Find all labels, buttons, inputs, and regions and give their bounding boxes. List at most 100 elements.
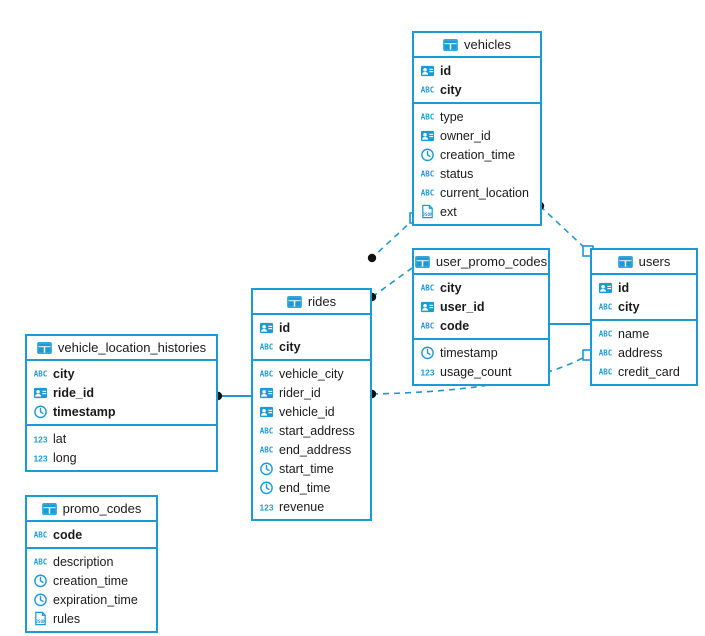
id-badge-icon — [420, 65, 435, 77]
abc-text-icon: ABC — [421, 283, 435, 292]
column-label: start_time — [279, 461, 334, 476]
column-label: id — [618, 280, 630, 295]
table-header-user_promo_codes[interactable]: user_promo_codes — [414, 250, 548, 275]
abc-text-icon: ABC — [599, 367, 613, 376]
column-row[interactable]: expiration_time — [27, 590, 156, 609]
column-row[interactable]: vehicle_id — [253, 402, 370, 421]
column-row[interactable]: end_time — [253, 478, 370, 497]
abc-text-icon: ABC — [34, 369, 48, 378]
number-123-icon: 123 — [259, 502, 273, 512]
column-label: vehicle_id — [279, 404, 335, 419]
primary-key-row[interactable]: ride_id — [27, 383, 216, 402]
column-row[interactable]: timestamp — [414, 343, 548, 362]
svg-text:ABC: ABC — [421, 169, 435, 178]
svg-text:ABC: ABC — [260, 369, 274, 378]
column-label: end_time — [279, 480, 331, 495]
column-label: creation_time — [440, 147, 516, 162]
primary-key-row[interactable]: ABC city — [414, 278, 548, 297]
table-icon — [617, 255, 633, 268]
primary-key-row[interactable]: user_id — [414, 297, 548, 316]
table-header-promo_codes[interactable]: promo_codes — [27, 497, 156, 522]
column-label: city — [440, 280, 462, 295]
column-label: city — [618, 299, 640, 314]
abc-text-icon: ABC — [421, 188, 435, 197]
svg-text:123: 123 — [420, 367, 434, 377]
primary-key-row[interactable]: id — [592, 278, 696, 297]
table-header-rides[interactable]: rides — [253, 290, 370, 315]
abc-text-icon: ABC — [599, 302, 613, 311]
number-123-icon: 123 — [33, 434, 47, 444]
table-name: vehicle_location_histories — [57, 340, 207, 355]
primary-key-row[interactable]: ABC city — [592, 297, 696, 316]
primary-key-row[interactable]: id — [414, 61, 540, 80]
column-label: current_location — [440, 185, 529, 200]
table-header-users[interactable]: users — [592, 250, 696, 275]
column-row[interactable]: owner_id — [414, 126, 540, 145]
primary-key-row[interactable]: id — [253, 318, 370, 337]
svg-text:ABC: ABC — [421, 85, 435, 94]
id-badge-icon — [33, 387, 48, 399]
abc-text-icon: ABC — [260, 342, 274, 351]
table-header-vehicle_location_histories[interactable]: vehicle_location_histories — [27, 336, 216, 361]
id-badge-icon — [259, 322, 274, 334]
column-row[interactable]: creation_time — [27, 571, 156, 590]
column-row[interactable]: 123 usage_count — [414, 362, 548, 381]
table-icon — [37, 341, 52, 354]
column-label: revenue — [279, 499, 325, 514]
svg-text:ABC: ABC — [421, 188, 435, 197]
abc-text-icon: ABC — [599, 329, 613, 338]
svg-text:ABC: ABC — [260, 342, 274, 351]
column-label: usage_count — [440, 364, 512, 379]
primary-key-row[interactable]: timestamp — [27, 402, 216, 421]
column-row[interactable]: creation_time — [414, 145, 540, 164]
column-row[interactable]: 123 revenue — [253, 497, 370, 516]
table-icon — [415, 255, 430, 268]
table-name: users — [638, 254, 671, 269]
column-row[interactable]: start_time — [253, 459, 370, 478]
column-label: ride_id — [53, 385, 94, 400]
abc-text-icon: ABC — [421, 321, 435, 330]
svg-text:ABC: ABC — [599, 367, 613, 376]
abc-text-icon: ABC — [260, 445, 274, 454]
column-label: type — [440, 109, 464, 124]
column-label: timestamp — [53, 404, 116, 419]
svg-text:123: 123 — [33, 453, 47, 463]
table-header-vehicles[interactable]: vehicles — [414, 33, 540, 58]
abc-text-icon: ABC — [421, 85, 435, 94]
clock-icon — [421, 148, 434, 162]
json-document-icon: JSON — [422, 204, 433, 219]
column-row[interactable]: rider_id — [253, 383, 370, 402]
column-label: expiration_time — [53, 592, 138, 607]
column-label: start_address — [279, 423, 355, 438]
column-row[interactable]: ABC current_location — [414, 183, 540, 202]
svg-text:ABC: ABC — [599, 329, 613, 338]
svg-text:ABC: ABC — [421, 283, 435, 292]
column-label: id — [279, 320, 291, 335]
